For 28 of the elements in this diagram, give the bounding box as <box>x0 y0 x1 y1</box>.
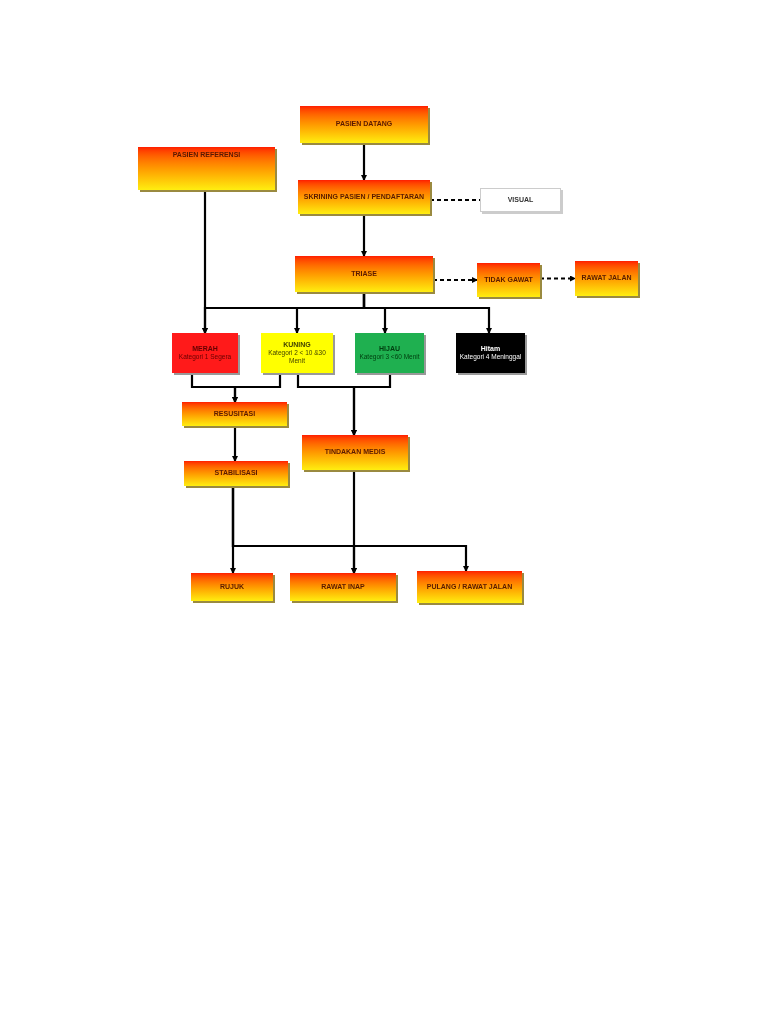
arrow <box>540 275 576 282</box>
arrow <box>232 373 282 403</box>
process-box <box>480 188 561 212</box>
process-box <box>300 106 428 143</box>
arrow <box>351 470 357 574</box>
arrow <box>362 292 492 334</box>
process-box <box>575 261 638 296</box>
arrow <box>433 277 478 283</box>
process-box <box>138 147 275 190</box>
process-box <box>477 263 540 297</box>
process-box <box>298 180 430 214</box>
process-box <box>261 333 333 373</box>
process-box <box>182 402 287 426</box>
arrow <box>202 190 208 334</box>
arrow <box>351 373 392 436</box>
process-box <box>302 435 408 470</box>
arrow <box>361 143 367 181</box>
process-box <box>295 256 433 292</box>
process-box <box>417 571 522 603</box>
process-box <box>184 461 288 486</box>
process-box <box>172 333 238 373</box>
process-box <box>290 573 396 601</box>
arrow <box>361 214 367 257</box>
arrow <box>231 486 469 572</box>
process-box <box>191 573 273 601</box>
process-box <box>355 333 424 373</box>
arrow <box>232 426 238 462</box>
process-box <box>456 333 525 373</box>
